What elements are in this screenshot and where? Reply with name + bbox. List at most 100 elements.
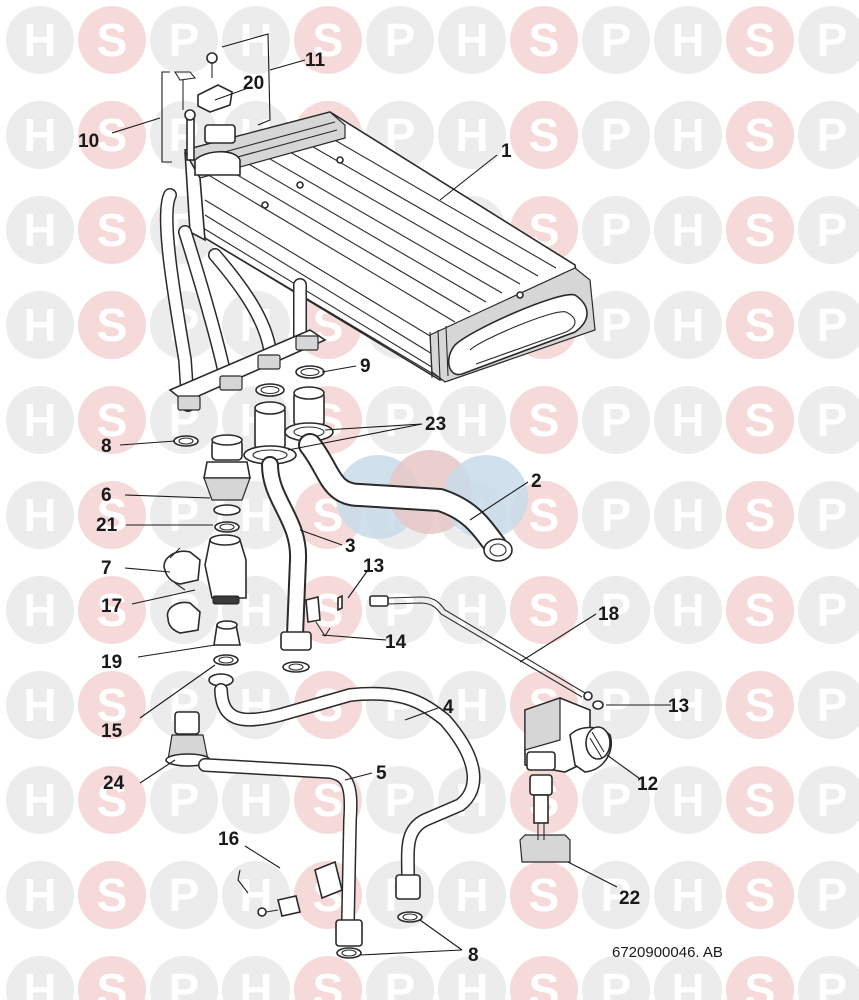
watermark-letter: S [97,584,128,636]
watermark-circle [726,481,794,549]
watermark-circle [6,481,74,549]
watermark-letter: P [817,584,848,636]
watermark-letter: H [455,394,488,446]
callout-5: 5 [376,763,387,784]
pipe-5 [165,711,363,959]
watermark-letter: S [97,299,128,351]
watermark-letter: P [601,204,632,256]
watermark-letter: P [169,869,200,921]
watermark-letter: S [745,964,776,1000]
watermark-letter: P [817,394,848,446]
watermark-circle [78,481,146,549]
watermark-letter: P [817,869,848,921]
watermark-circle [582,386,650,454]
watermark-letter: P [169,14,200,66]
watermark-circle [582,481,650,549]
watermark-letter: P [817,299,848,351]
watermark-circle [6,766,74,834]
callout-1: 1 [501,141,512,162]
callout-20: 20 [243,73,264,94]
watermark-circle [78,956,146,1000]
heat-exchanger [184,111,596,383]
watermark-circle [150,766,218,834]
watermark-circle [150,6,218,74]
watermark-letter: H [671,489,704,541]
watermark-circle [510,6,578,74]
callout-14: 14 [385,632,407,653]
watermark-letter: P [817,204,848,256]
watermark-letter: S [745,774,776,826]
watermark-letter: H [455,679,488,731]
clip-16 [237,860,343,917]
watermark-circle [654,766,722,834]
watermark-circle [798,671,859,739]
watermark-circle [582,576,650,644]
watermark-letter: P [385,584,416,636]
watermark-circle [78,291,146,359]
o-rings-upper [173,365,325,447]
watermark-circle [726,291,794,359]
watermark-letter: S [529,869,560,921]
watermark-circle [510,576,578,644]
sensor-lead-18 [369,595,604,710]
watermark-circle [78,671,146,739]
watermark-letter: H [455,109,488,161]
watermark-circle [654,671,722,739]
watermark-circle [6,671,74,739]
watermark-letter: S [97,14,128,66]
watermark-letter: S [97,964,128,1000]
callout-8-upper: 8 [101,436,112,457]
watermark-circle [6,196,74,264]
watermark-circle [438,101,506,169]
watermark-circle [78,196,146,264]
watermark-letter: P [817,14,848,66]
watermark-circle [798,386,859,454]
watermark-circle [366,6,434,74]
valve-12 [524,697,612,773]
watermark-circle [222,6,290,74]
watermark-circle [726,386,794,454]
watermark-circle [582,196,650,264]
watermark-circle [6,291,74,359]
callout-3: 3 [345,536,356,557]
drawing-reference: 6720900046. AB [612,944,723,961]
watermark-letter: H [23,489,56,541]
watermark-letter: P [601,869,632,921]
watermark-letter: S [745,489,776,541]
watermark-circle [582,101,650,169]
watermark-circle [6,386,74,454]
watermark-letter: S [97,489,128,541]
callout-6: 6 [101,485,112,506]
watermark-letter: H [455,584,488,636]
watermark-circle [798,956,859,1000]
watermark-letter: P [385,774,416,826]
watermark-letter: H [23,584,56,636]
watermark-circle [654,6,722,74]
watermark-letter: H [455,869,488,921]
watermark-letter: H [671,964,704,1000]
watermark-letter: S [529,14,560,66]
watermark-letter: P [601,14,632,66]
watermark-letter: S [313,14,344,66]
exchanger-pipes [159,188,327,412]
callout-labels: 1 2 3 4 5 6 7 8 8 9 10 11 12 13 13 14 15… [78,50,689,966]
watermark-circle [366,956,434,1000]
watermark-letter: P [601,774,632,826]
watermark-circle [726,576,794,644]
watermark-circle [78,101,146,169]
callout-22: 22 [619,888,640,909]
watermark-letter: P [601,489,632,541]
watermark-circle [150,861,218,929]
watermark-circle [366,386,434,454]
watermark-letter: H [671,204,704,256]
watermark-circle [582,956,650,1000]
watermark-circle [654,196,722,264]
watermark-circle [150,386,218,454]
watermark-circle [6,576,74,644]
watermark-letter: H [239,964,272,1000]
watermark-letter: P [817,964,848,1000]
watermark-letter: S [745,584,776,636]
watermark-letter: H [671,394,704,446]
watermark-letter: S [745,394,776,446]
